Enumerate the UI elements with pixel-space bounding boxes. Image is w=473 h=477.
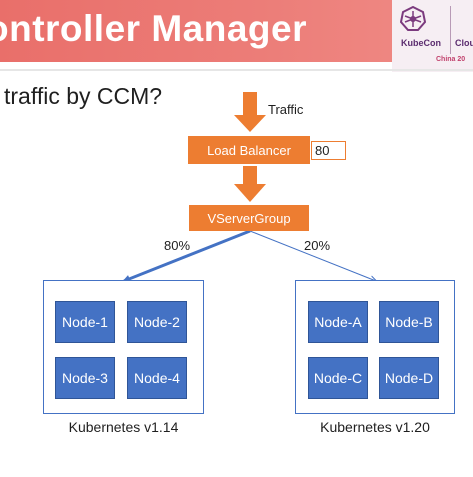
kubecon-logo: KubeCon Clou China 20 xyxy=(392,0,473,72)
cluster-v120-label: Kubernetes v1.20 xyxy=(320,419,430,435)
cluster-v114-label: Kubernetes v1.14 xyxy=(68,419,179,435)
vserver-group-box: VServerGroup xyxy=(189,205,309,231)
node-2: Node-2 xyxy=(127,301,187,343)
node-b: Node-B xyxy=(379,301,439,343)
header-divider xyxy=(0,69,473,71)
traffic-arrow xyxy=(234,92,266,132)
port-box: 80 xyxy=(311,141,346,160)
node-1: Node-1 xyxy=(55,301,115,343)
node-c: Node-C xyxy=(308,357,368,399)
kubernetes-wheel-icon xyxy=(400,6,426,31)
node-4: Node-4 xyxy=(127,357,187,399)
logo-divider xyxy=(450,6,451,54)
logo-cloud-text: Clou xyxy=(455,38,473,48)
node-3: Node-3 xyxy=(55,357,115,399)
traffic-label: Traffic xyxy=(268,102,304,117)
header-title: ontroller Manager xyxy=(0,8,307,49)
split-20-label: 20% xyxy=(304,238,331,253)
slide-question: traffic by CCM? xyxy=(4,83,163,109)
cluster-v114: Node-1 Node-2 Node-3 Node-4 xyxy=(43,280,204,414)
logo-subtitle: China 20 xyxy=(436,56,466,63)
node-d: Node-D xyxy=(379,357,439,399)
lb-to-group-arrow xyxy=(234,166,266,202)
split-80-label: 80% xyxy=(164,238,191,253)
node-a: Node-A xyxy=(308,301,368,343)
load-balancer-box: Load Balancer xyxy=(188,136,310,164)
cluster-v120: Node-A Node-B Node-C Node-D xyxy=(295,280,455,414)
logo-kubecon-text: KubeCon xyxy=(401,38,441,48)
